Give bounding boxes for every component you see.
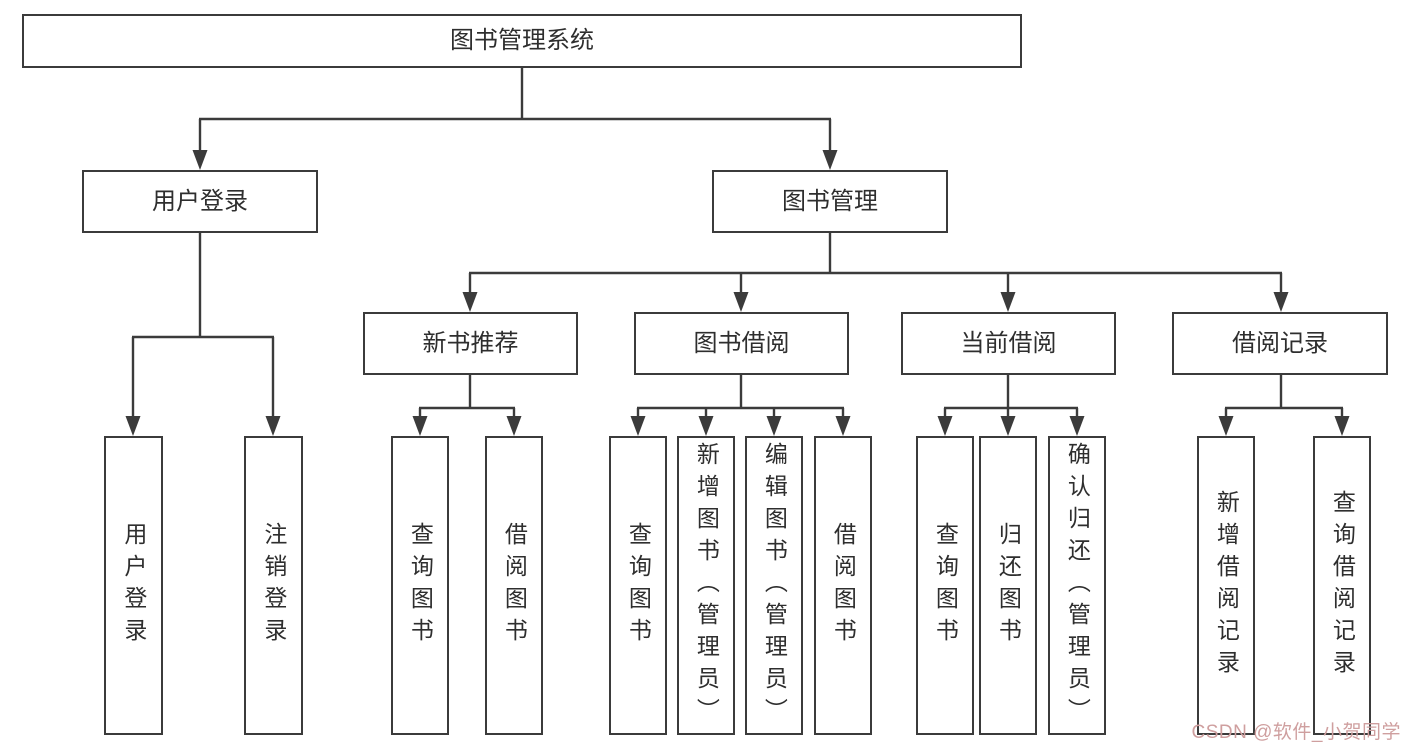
- node-book-management: 图书管理: [712, 170, 948, 233]
- arrowhead-icon: [1218, 416, 1234, 436]
- arrowhead-icon: [1000, 416, 1016, 436]
- leaf-label: 新增借阅记录: [1213, 489, 1240, 682]
- arrowhead-icon: [1334, 416, 1350, 436]
- arrowhead-icon: [835, 416, 851, 436]
- leaf-label: 查询图书: [407, 521, 434, 650]
- node-new-book-recommend: 新书推荐: [363, 312, 578, 375]
- arrowhead-icon: [1069, 416, 1085, 436]
- leaf-label: 新增图书（管理员）: [693, 441, 720, 730]
- arrowhead-icon: [125, 416, 141, 436]
- leaf-borrow-books-2: 借阅图书: [814, 436, 872, 735]
- arrowhead-icon: [630, 416, 646, 436]
- watermark: CSDN @软件_小贺同学: [1191, 722, 1401, 743]
- leaf-query-books-1: 查询图书: [391, 436, 449, 735]
- arrowhead-icon: [412, 416, 428, 436]
- leaf-label: 借阅图书: [501, 521, 528, 650]
- arrowhead-icon: [506, 416, 522, 436]
- leaf-label: 编辑图书（管理员）: [761, 441, 788, 730]
- arrowhead-icon: [937, 416, 953, 436]
- arrowhead-icon: [265, 416, 281, 436]
- leaf-label: 用户登录: [120, 521, 147, 650]
- arrowhead-icon: [192, 150, 208, 170]
- arrowhead-icon: [1000, 292, 1016, 312]
- leaf-query-books-3: 查询图书: [916, 436, 974, 735]
- leaf-label: 借阅图书: [830, 521, 857, 650]
- leaf-label: 注销登录: [260, 521, 287, 650]
- leaf-query-borrow-record: 查询借阅记录: [1313, 436, 1371, 735]
- leaf-label: 查询图书: [625, 521, 652, 650]
- node-root: 图书管理系统: [22, 14, 1022, 68]
- leaf-return-books: 归还图书: [979, 436, 1037, 735]
- leaf-query-books-2: 查询图书: [609, 436, 667, 735]
- leaf-label: 查询图书: [932, 521, 959, 650]
- leaf-edit-books-admin: 编辑图书（管理员）: [745, 436, 803, 735]
- leaf-user-login: 用户登录: [104, 436, 163, 735]
- leaf-confirm-return-admin: 确认归还（管理员）: [1048, 436, 1106, 735]
- arrowhead-icon: [698, 416, 714, 436]
- node-current-borrow: 当前借阅: [901, 312, 1116, 375]
- arrowhead-icon: [1273, 292, 1289, 312]
- leaf-add-books-admin: 新增图书（管理员）: [677, 436, 735, 735]
- leaf-label: 确认归还（管理员）: [1064, 441, 1091, 730]
- leaf-label: 归还图书: [995, 521, 1022, 650]
- node-user-login: 用户登录: [82, 170, 318, 233]
- leaf-borrow-books-1: 借阅图书: [485, 436, 543, 735]
- arrowhead-icon: [733, 292, 749, 312]
- arrowhead-icon: [462, 292, 478, 312]
- leaf-label: 查询借阅记录: [1329, 489, 1356, 682]
- arrowhead-icon: [822, 150, 838, 170]
- leaf-logout: 注销登录: [244, 436, 303, 735]
- node-borrow-records: 借阅记录: [1172, 312, 1388, 375]
- leaf-add-borrow-record: 新增借阅记录: [1197, 436, 1255, 735]
- node-book-borrow: 图书借阅: [634, 312, 849, 375]
- arrowhead-icon: [766, 416, 782, 436]
